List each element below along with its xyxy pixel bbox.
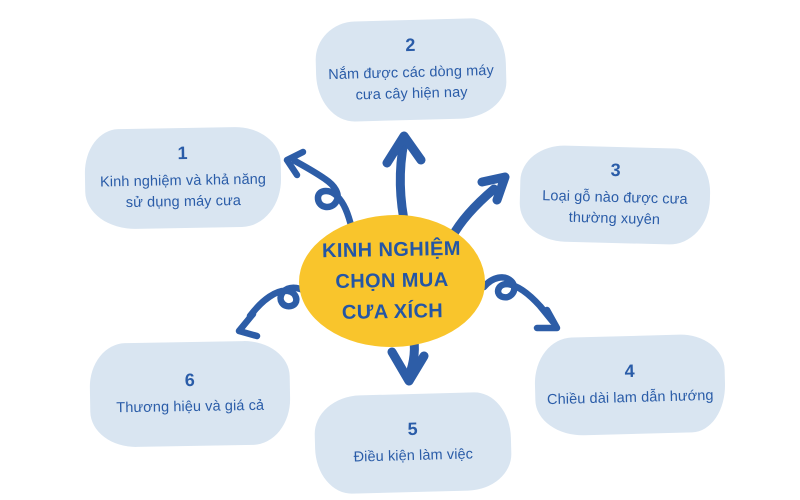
arrow-to-node-4-icon xyxy=(480,274,561,332)
node-5: 5 Điều kiện làm việc xyxy=(313,391,513,495)
node-1-label: Kinh nghiệm và khả năng sử dụng máy cưa xyxy=(99,171,267,211)
node-3-number: 3 xyxy=(610,160,621,181)
node-5-label: Điều kiện làm việc xyxy=(353,446,474,466)
node-3: 3 Loại gỗ nào được cưa thường xuyên xyxy=(518,144,712,246)
node-1-number: 1 xyxy=(177,143,188,164)
center-topic: KINH NGHIỆM CHỌN MUA CƯA XÍCH xyxy=(297,213,487,349)
node-6-label: Thương hiệu và giá cả xyxy=(116,397,265,417)
node-5-number: 5 xyxy=(407,418,418,439)
center-topic-line-3: CƯA XÍCH xyxy=(341,299,444,324)
node-2-number: 2 xyxy=(405,35,416,56)
node-3-label: Loại gỗ nào được cưa thường xuyên xyxy=(542,187,688,228)
node-1: 1 Kinh nghiệm và khả năng sử dụng máy cư… xyxy=(84,126,282,230)
arrow-to-node-1-icon xyxy=(283,148,356,233)
arrow-to-node-3-icon xyxy=(447,172,510,242)
node-4: 4 Chiều dài lam dẫn hướng xyxy=(533,333,727,437)
node-6-number: 6 xyxy=(184,369,195,390)
node-2: 2 Nắm được các dòng máy cưa cây hiện nay xyxy=(314,17,508,123)
node-4-number: 4 xyxy=(624,360,635,381)
node-6: 6 Thương hiệu và giá cả xyxy=(89,340,291,448)
center-topic-line-2: CHỌN MUA xyxy=(335,268,449,293)
node-2-label: Nắm được các dòng máy cưa cây hiện nay xyxy=(328,62,495,104)
center-topic-line-1: KINH NGHIỆM xyxy=(321,237,462,262)
node-4-label: Chiều dài lam dẫn hướng xyxy=(546,388,714,409)
